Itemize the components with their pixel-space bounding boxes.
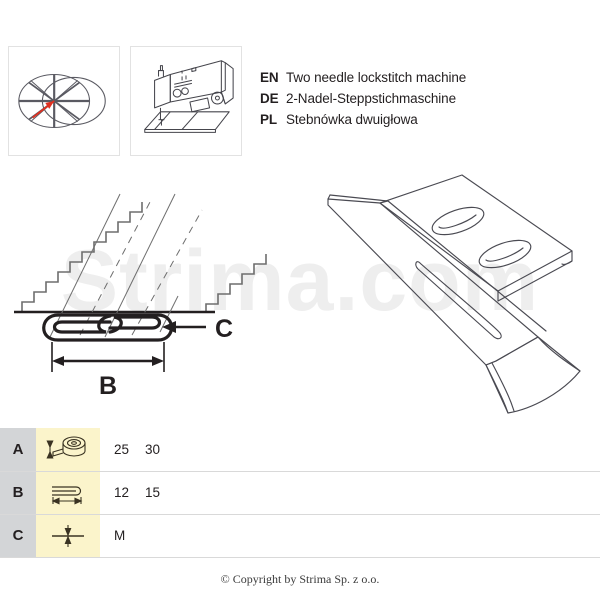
machine-name-de: 2-Nadel-Steppstichmaschine	[286, 91, 456, 106]
folder-attachment-perspective-drawing	[300, 165, 600, 420]
spec-value: 12	[114, 485, 130, 500]
language-code-pl: PL	[260, 112, 278, 127]
red-direction-arrow	[32, 100, 55, 119]
machine-name-pl: Stebnówka dwuigłowa	[286, 112, 418, 127]
spec-values-a: 25 30	[100, 428, 600, 472]
language-code-de: DE	[260, 91, 279, 106]
dimension-label-c: C	[215, 315, 233, 343]
width-arrow	[46, 440, 54, 459]
fabric-right-stepped-edge	[205, 254, 267, 312]
spec-value: 30	[145, 441, 161, 457]
language-row-de: DE 2-Nadel-Steppstichmaschine	[260, 91, 590, 112]
spec-letter-a: A	[0, 428, 36, 472]
dimension-b-arrow	[52, 356, 164, 366]
seam-cross-section-svg: B C	[14, 193, 267, 400]
spec-values-c: M	[100, 513, 600, 558]
thickness-arrow	[64, 524, 72, 547]
spec-icon-cell-b	[36, 470, 100, 515]
table-row: A	[0, 428, 600, 472]
sewing-machine-icon-box	[130, 46, 242, 156]
specification-table: A	[0, 428, 600, 558]
tape-roll-width-icon	[46, 436, 86, 459]
dimension-b-extension-lines	[51, 342, 165, 372]
material-thickness-icon	[52, 524, 84, 547]
sewing-machine-icon	[144, 60, 234, 133]
spec-values-b: 12 15	[100, 470, 600, 515]
stitch-guide-lines	[49, 193, 203, 338]
language-code-en: EN	[260, 70, 279, 85]
dimension-label-b: B	[99, 372, 117, 400]
table-row: C M	[0, 513, 600, 558]
machine-name-en: Two needle lockstitch machine	[286, 70, 467, 85]
language-row-en: EN Two needle lockstitch machine	[260, 70, 590, 91]
folder-attachment-svg	[327, 174, 581, 414]
spec-value: 15	[145, 485, 161, 500]
spec-value: 25	[114, 441, 130, 457]
spec-letter-c: C	[0, 513, 36, 558]
spec-icon-cell-a	[36, 428, 100, 472]
language-row-pl: PL Stebnówka dwuigłowa	[260, 112, 590, 133]
fabric-type-icon	[18, 73, 106, 129]
fabric-left-stepped-edge	[21, 202, 143, 312]
seam-cross-section-diagram: B C	[10, 172, 310, 407]
folded-tape-width-icon	[51, 485, 83, 504]
dimension-c-arrow	[162, 321, 206, 333]
fabric-type-icon-box	[8, 46, 120, 156]
folded-binding-profile	[42, 313, 174, 342]
spec-value: M	[114, 528, 126, 543]
spec-letter-b: B	[0, 470, 36, 515]
width-arrow	[51, 496, 83, 504]
copyright-notice: © Copyright by Strima Sp. z o.o.	[220, 572, 380, 586]
table-row: B 12 15	[0, 470, 600, 515]
spec-icon-cell-c	[36, 513, 100, 558]
machine-type-list: EN Two needle lockstitch machine DE 2-Na…	[260, 70, 590, 133]
